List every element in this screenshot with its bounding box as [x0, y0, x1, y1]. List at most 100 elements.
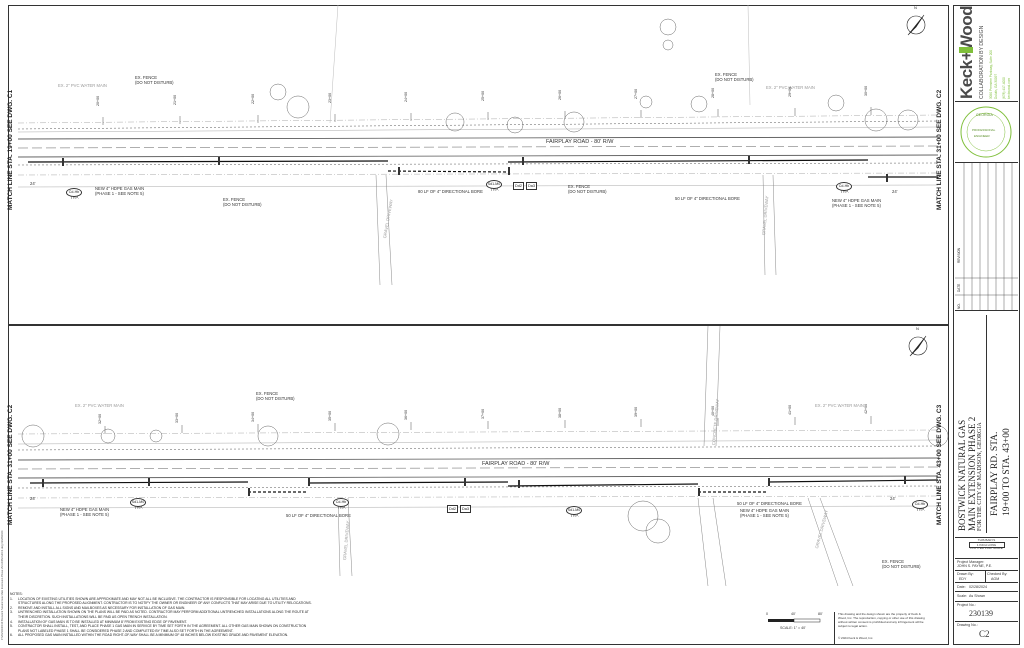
revision-table: NO. DATE REVISION	[955, 163, 1018, 311]
bottom-station-38: 38+00	[558, 407, 562, 418]
checked-by-label: Checked By:	[987, 572, 1008, 576]
date-value: 02/28/2024	[969, 585, 987, 589]
top-road-label: FAIRPLAY ROAD - 80' R/W	[546, 139, 614, 145]
bottom-typ-d: TYP.	[916, 507, 925, 512]
project-title-block: BOSTWICK NATURAL GAS MAIN EXTENSION PHAS…	[955, 311, 1018, 538]
top-bore-1: 80 LF OF 4" DIRECTIONAL BORE	[418, 189, 483, 194]
scale-tick-0: 0	[766, 612, 768, 616]
bottom-station-33: 33+00	[175, 412, 179, 423]
project-title-line-2: MAIN EXTENSION PHASE 2	[967, 416, 977, 531]
pm-label: Project Manager:	[957, 560, 985, 564]
bottom-typ-b: TYP.	[337, 505, 346, 510]
note-line: STRUCTURES ALONG THE PROPOSED ALIGNMENT.…	[18, 601, 312, 606]
engineer-seal: GEORGIA PROFESSIONAL ENGINEER	[955, 102, 1018, 163]
scale-tick-40: 40'	[791, 612, 796, 616]
title-divider	[986, 315, 987, 533]
seal-line-2: PROFESSIONAL	[972, 128, 996, 132]
top-station-21: 21+00	[173, 94, 177, 105]
bottom-station-32: 32+00	[98, 413, 102, 424]
bottom-station-39: 39+00	[634, 406, 638, 417]
top-bore-2: 50 LF OF 4" DIRECTIONAL BORE	[675, 196, 740, 201]
info-cells: Project Manager: JOHN S. PAYNE, P.E. Dra…	[955, 559, 1018, 645]
top-fence-4: EX. FENCE(DO NOT DISTURB)	[568, 184, 607, 194]
bottom-callout-d: Cd-Hb	[912, 500, 928, 509]
bottom-dim-left: 24'	[30, 496, 36, 501]
firm-web: keckwood.com	[1007, 77, 1011, 99]
note-line: 6.ALL PROPOSED GAS MAIN INSTALLED WITHIN…	[10, 633, 289, 638]
bar-note: THIS BAR IS 1 INCH LONG PLOTTED FULL SCA…	[955, 538, 1018, 559]
top-fence-3: EX. FENCE(DO NOT DISTURB)	[223, 197, 262, 207]
bottom-plan-linework	[17, 326, 949, 587]
scale-tick-80: 80'	[818, 612, 823, 616]
bottom-callout-a: Sd1-M0	[130, 498, 146, 507]
project-title-line-3: FOR THE CITY OF MADISON, GEORGIA	[977, 422, 983, 531]
bottom-typ-a: TYP.	[134, 505, 143, 510]
logo-accent	[959, 47, 973, 53]
rev-desc-header: REVISION	[957, 247, 961, 263]
project-no-label: Project No.:	[957, 603, 976, 607]
bottom-callout-b: Cd-Hb	[333, 498, 349, 507]
top-callout-b: Sd1-M0	[486, 180, 502, 189]
firm-phone: (678) 417-4000	[1002, 77, 1006, 99]
drawing-no-label: Drawing No.:	[957, 623, 978, 627]
note-line: 3.UNTRENCHED INSTALLATION SHOWN ON THE P…	[10, 610, 309, 615]
view-divider	[8, 324, 949, 326]
top-typ-b: TYP.	[490, 187, 499, 192]
bottom-station-36: 36+00	[404, 409, 408, 420]
match-line-top-left: MATCH LINE STA. 19+00 SEE DWG. C1	[7, 89, 14, 210]
scale-label: SCALE: 1" = 40'	[780, 626, 806, 630]
note-line: 4.INSTALLATION OF GAS MAIN IS TO BE INST…	[10, 619, 188, 624]
bottom-box-2: Da3	[460, 505, 471, 513]
sheet-title-line-1: FAIRPLAY RD. STA.	[990, 431, 1000, 516]
match-line-bottom-right: MATCH LINE STA. 43+00 SEE DWG. C3	[936, 404, 943, 525]
top-typ-c: TYP.	[840, 189, 849, 194]
bottom-station-35: 35+00	[328, 410, 332, 421]
bottom-fence-1: EX. FENCE(DO NOT DISTURB)	[256, 391, 295, 401]
top-station-23: 23+00	[328, 92, 332, 103]
pm-value: JOHN S. PAYNE, P.E.	[957, 564, 993, 568]
disclaimer-box: This drawing and the design shown are th…	[834, 612, 949, 644]
bottom-station-41: 41+00	[788, 404, 792, 415]
top-callout-c: Cd-Hb	[836, 182, 852, 191]
top-fence-1: EX. FENCE(DO NOT DISTURB)	[135, 75, 174, 85]
project-no-value: 230139	[969, 609, 993, 618]
bottom-callout-c: Sd1-M0	[566, 506, 582, 515]
top-station-28: 28+00	[711, 87, 715, 98]
bottom-dim-right: 24'	[890, 496, 896, 501]
seal-line-3: ENGINEER	[974, 134, 990, 138]
top-dim-right: 24'	[892, 189, 898, 194]
note-line: 1.LOCATION OF EXISTING UTILITIES SHOWN A…	[10, 596, 296, 601]
sheet-title-line-2: 19+00 TO STA. 43+00	[1002, 428, 1012, 516]
rev-no-header: NO.	[957, 303, 961, 309]
bottom-bore-1: 50 LF OF 4" DIRECTIONAL BORE	[286, 513, 351, 518]
scale-label-tb: Scale:	[957, 594, 967, 598]
seal-state: GEORGIA	[976, 113, 993, 117]
project-title-line-1: BOSTWICK NATURAL GAS	[957, 419, 967, 531]
drawing-no-value: C2	[979, 629, 990, 639]
bottom-gas-main-left: NEW 4" HDPE GAS MAIN(PHASE 1 - SEE NOTE …	[60, 507, 110, 517]
bottom-typ-c: TYP.	[570, 513, 579, 518]
bottom-station-42: 42+00	[864, 403, 868, 414]
title-block	[953, 5, 1020, 645]
top-station-27: 27+00	[634, 88, 638, 99]
top-dim-left: 24'	[30, 181, 36, 186]
top-fence-2: EX. FENCE(DO NOT DISTURB)	[715, 72, 754, 82]
bottom-bore-2: 50 LF OF 4" DIRECTIONAL BORE	[737, 501, 802, 506]
top-box-1: Dd2	[513, 182, 524, 190]
bottom-gas-main-right: NEW 4" HDPE GAS MAIN(PHASE 1 - SEE NOTE …	[740, 508, 790, 518]
bottom-road-label: FAIRPLAY ROAD - 80' R/W	[482, 461, 550, 467]
bottom-fence-2: EX. FENCE(DO NOT DISTURB)	[882, 559, 921, 569]
firm-tagline: COLLABORATION BY DESIGN	[979, 25, 985, 99]
top-station-30: 30+00	[864, 85, 868, 96]
drawn-by-label: Drawn By:	[957, 572, 974, 576]
note-line: 2.REMOVE AND INSTALL ALL SIGNS AND MAILB…	[10, 605, 186, 610]
notes-heading: NOTES:	[10, 592, 23, 596]
scale-value: As Shown	[969, 594, 986, 598]
top-station-24: 24+00	[404, 91, 408, 102]
top-station-29: 29+00	[788, 86, 792, 97]
top-gas-main-right: NEW 4" HDPE GAS MAIN(PHASE 1 - SEE NOTE …	[832, 198, 882, 208]
bottom-box-1: Dd2	[447, 505, 458, 513]
note-line: THEIR DISCRETION. SUCH INSTALLATIONS WIL…	[18, 614, 168, 619]
bottom-water-main-right: EX. 2" PVC WATER MAIN	[815, 403, 864, 408]
date-label: Date:	[957, 585, 966, 589]
